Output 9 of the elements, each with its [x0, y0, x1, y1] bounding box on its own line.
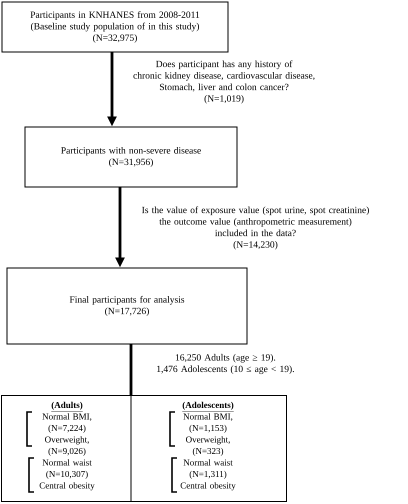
process-box: Participants in KNHANES from 2008-2011 (Baseline study population of in this study) (N=32,975): [2, 2, 228, 52]
edge-label: Is the value of exposure value (spot urine, spot creatinine) the outcome value (anthropometric measurement) included in the data? (N=14,230): [142, 206, 369, 250]
edge-label: 16,250 Adults (age ≥ 19). 1,476 Adolescents (10 ≤ age < 19).: [157, 354, 294, 374]
process-box: Final participants for analysis (N=17,726): [6, 268, 248, 344]
split-box: [1, 395, 287, 502]
table-cell: (Adults) Normal BMI, (N=7,224) Overweight, (N=9,026) Normal waist (N=10,307) Central obesity: [40, 402, 95, 490]
edge-label: Does participant has any history of chronic kidney disease, cardiovascular disease, Stomach, liver and colon cancer? (N=1,019): [133, 60, 314, 104]
process-box: Participants with non-severe disease (N=31,956): [24, 126, 238, 188]
table-cell: (Adolescents) Normal BMI, (N=1,153) Overweight, (N=323) Normal waist (N=1,311) Central obesity: [180, 402, 236, 490]
